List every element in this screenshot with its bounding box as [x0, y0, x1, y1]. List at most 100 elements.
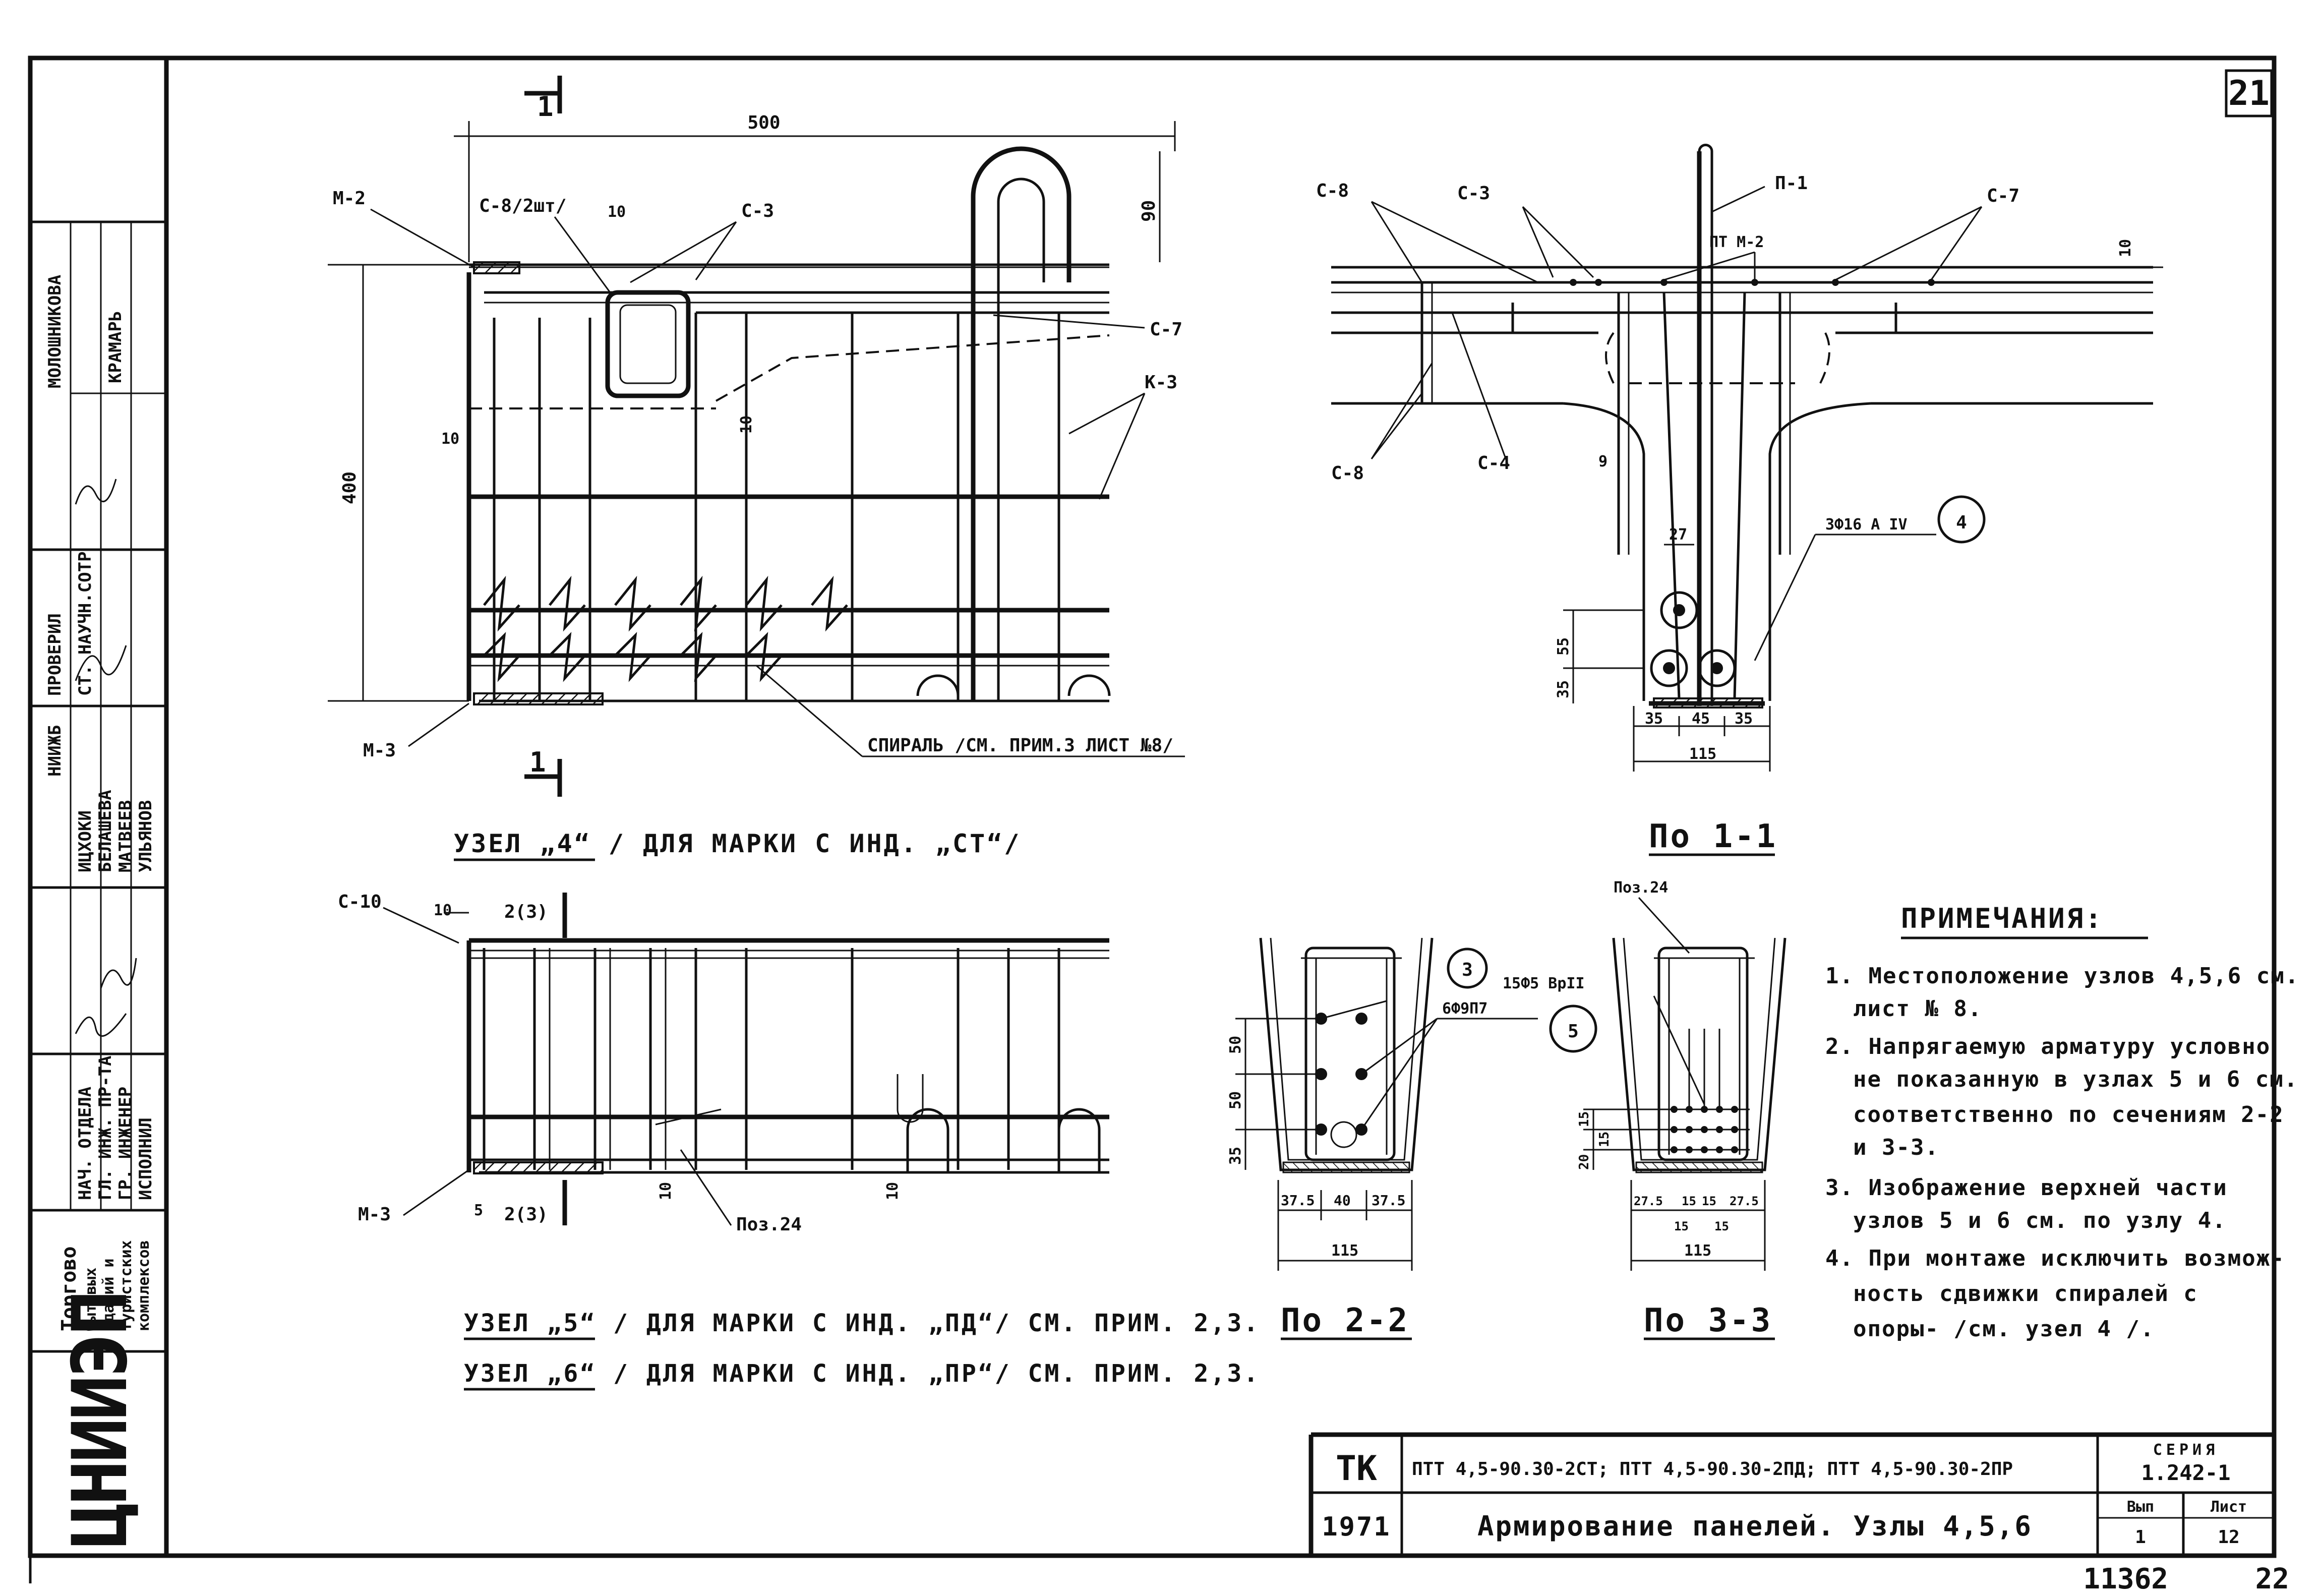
archive-number: 11362: [2083, 1563, 2168, 1595]
s22-dim-v2: 50: [1227, 1091, 1244, 1109]
note-line-9: 4. При монтаже исключить возмож-: [1825, 1246, 2285, 1271]
sheet-number: 21: [2228, 74, 2270, 113]
tb-marks: ПТТ 4,5-90.30-2СТ; ПТТ 4,5-90.30-2ПД; ПТ…: [1412, 1459, 2013, 1480]
label-m2: М-2: [333, 188, 366, 209]
node56-drawing: 10 2(3) 5 2(3) 10 10 С-10 М-3 Поз.24 УЗЕ…: [338, 892, 1260, 1391]
s33-label-pos24: Поз.24: [1614, 879, 1668, 897]
notes-title: ПРИМЕЧАНИЯ:: [1901, 903, 2104, 934]
spiral-1: [483, 575, 848, 632]
institute-line-1: Торгово: [57, 1246, 81, 1331]
stamp-role-2: ГЛ. ИНЖ. ПР-ТА: [95, 1055, 115, 1200]
s11-label-c7: С-7: [1987, 186, 2019, 206]
plate-m2: [473, 261, 520, 274]
institute-line-2: бытовых: [82, 1268, 100, 1331]
institute-line-4: туристских: [117, 1240, 135, 1331]
note-line-10: ность сдвижки спиралей с: [1853, 1281, 2198, 1307]
s22-dim-v1: 50: [1227, 1036, 1244, 1054]
s33-dim-b3: 15: [1702, 1194, 1716, 1208]
institute-line-3: зданий и: [100, 1259, 117, 1332]
stamp-org2: ИЦХОКИ: [75, 810, 95, 872]
s11-label-c4: С-4: [1477, 453, 1510, 474]
section22-drawing: 6Ф9П7 3 5 50 50 35 37.5 40 37.5 115 По 2…: [1227, 937, 1597, 1340]
s11-dim-b2: 45: [1692, 710, 1710, 728]
label-pos24: Поз.24: [736, 1214, 802, 1235]
s22-callout5: 5: [1568, 1021, 1579, 1042]
s33-dim-b2: 15: [1682, 1194, 1696, 1208]
tb-code: ТК: [1336, 1449, 1377, 1489]
stamp-name-2: КРАМАРЬ: [105, 311, 126, 383]
note-line-2: лист № 8.: [1853, 996, 1982, 1022]
s11-dim-27: 27: [1669, 526, 1687, 544]
institute-line-5: комплексов: [135, 1240, 153, 1331]
dim-height: 400: [339, 471, 360, 504]
notes-block: ПРИМЕЧАНИЯ: 1. Местоположение узлов 4,5,…: [1825, 903, 2298, 1342]
s33-caption: По 3-3: [1644, 1302, 1772, 1339]
note-line-5: соответственно по сечениям 2-2: [1853, 1102, 2284, 1128]
dim-10b: 10: [441, 430, 459, 448]
stamp-org: НИИЖБ: [45, 725, 65, 777]
side-stamp: МОЛОШНИКОВА КРАМАРЬ ПРОВЕРИЛ СТ. НАУЧН.С…: [30, 220, 166, 1548]
dim-top: 90: [1139, 200, 1159, 222]
note-line-8: узлов 5 и 6 см. по узлу 4.: [1853, 1208, 2227, 1233]
label-spiral: СПИРАЛЬ /СМ. ПРИМ.3 ЛИСТ №8/: [867, 735, 1173, 756]
s33-dim-v2: 15: [1597, 1132, 1612, 1147]
tb-series: 1.242-1: [2141, 1460, 2230, 1485]
s11-label-c8b: С-8: [1331, 463, 1364, 484]
institute-logo: ЦНИИЭП: [56, 1293, 144, 1548]
stamp-name-5: УЛЬЯНОВ: [136, 800, 156, 872]
sheet-frame: 21 11362 22: [28, 55, 2289, 1595]
s11-caption: По 1-1: [1649, 818, 1777, 855]
signature-2: [75, 645, 127, 681]
s11-label-c3: С-3: [1457, 183, 1490, 204]
signature-3: [75, 1013, 127, 1037]
s11-dim-total: 115: [1689, 745, 1716, 763]
s11-label-rebar: 3Ф16 А IV: [1825, 516, 1908, 534]
s11-label-m2: ПТ М-2: [1709, 233, 1764, 251]
label-m3-n5: М-3: [358, 1204, 391, 1225]
dim-width: 500: [747, 112, 780, 133]
s22-dim-b3: 37.5: [1372, 1192, 1405, 1209]
tb-year: 1971: [1322, 1512, 1391, 1542]
s22-dim-b1: 37.5: [1281, 1192, 1315, 1209]
note-line-11: опоры- /см. узел 4 /.: [1853, 1316, 2155, 1342]
s11-dim-55: 55: [1555, 637, 1572, 656]
dim-10a: 10: [608, 203, 626, 221]
node6-caption: УЗЕЛ „6“ / ДЛЯ МАРКИ С ИНД. „ПР“/ СМ. ПР…: [464, 1359, 1260, 1388]
dim-10-n5b: 10: [657, 1182, 675, 1200]
sec-mark-bottom: 2(3): [504, 1204, 548, 1225]
dim-10-n5c: 10: [884, 1182, 902, 1200]
dim-10c: 10: [738, 416, 755, 434]
s11-label-c8a: С-8: [1316, 181, 1349, 201]
stamp-name-3: БЕЛАШЕВА: [95, 790, 115, 872]
lifting-loop: [971, 146, 1071, 701]
section-mark-bottom: 1: [529, 746, 546, 778]
stamp-check-label: ПРОВЕРИЛ: [45, 613, 65, 696]
tb-series-label: СЕРИЯ: [2153, 1441, 2219, 1459]
c8-frame: [605, 290, 691, 398]
dim-5-n5: 5: [474, 1202, 483, 1219]
node4-drawing: 500 90 400 10 10 10 1 1 М-2 С-8/2шт/ С-3…: [328, 76, 1185, 861]
label-k3: К-3: [1145, 372, 1177, 393]
spiral-2: [483, 632, 783, 682]
s22-dim-b2: 40: [1334, 1192, 1351, 1209]
s33-dim-s2: 15: [1714, 1219, 1729, 1233]
s33-dim-b4: 27.5: [1730, 1194, 1759, 1208]
dim-10-n5: 10: [434, 902, 452, 919]
label-c10: С-10: [338, 892, 382, 912]
signature-4: [100, 958, 137, 989]
title-block: ТК 1971 ПТТ 4,5-90.30-2СТ; ПТТ 4,5-90.30…: [1308, 1432, 2274, 1556]
stamp-name-4: МАТВЕЕВ: [115, 800, 136, 872]
tb-issue: 1: [2135, 1527, 2146, 1548]
s33-dim-b1: 27.5: [1634, 1194, 1663, 1208]
s22-dim-v3: 35: [1227, 1147, 1244, 1165]
s11-label-p1: П-1: [1775, 173, 1808, 194]
s22-caption: По 2-2: [1281, 1302, 1409, 1339]
label-c7: С-7: [1150, 319, 1182, 340]
section33-drawing: Поз.24 15Ф5 ВрII 15 15 20 27.5 15 15 27.…: [1503, 879, 1787, 1340]
node4-caption: УЗЕЛ „4“ / ДЛЯ МАРКИ С ИНД. „СТ“/: [454, 829, 1021, 858]
tb-sheet-label: Лист: [2211, 1498, 2247, 1516]
stamp-name-1: МОЛОШНИКОВА: [45, 275, 65, 388]
label-c8: С-8/2шт/: [479, 196, 566, 216]
s22-dim-total: 115: [1331, 1242, 1358, 1260]
